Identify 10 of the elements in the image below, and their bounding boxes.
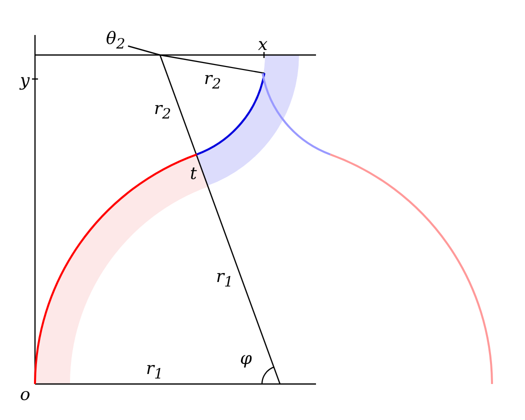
variable-label: r$_{1}$ [216, 268, 234, 292]
variable-label: t [190, 165, 197, 183]
variable-label: o [20, 386, 30, 404]
variable-label: r$_{2}$ [204, 70, 222, 94]
variable-label: r$_{2}$ [154, 100, 172, 124]
variable-label: φ [240, 350, 252, 368]
variable-label: x [258, 36, 268, 54]
variable-label: r$_{1}$ [146, 360, 164, 384]
variable-label: y [20, 72, 30, 90]
variable-label: θ$_{2}$ [106, 30, 126, 54]
